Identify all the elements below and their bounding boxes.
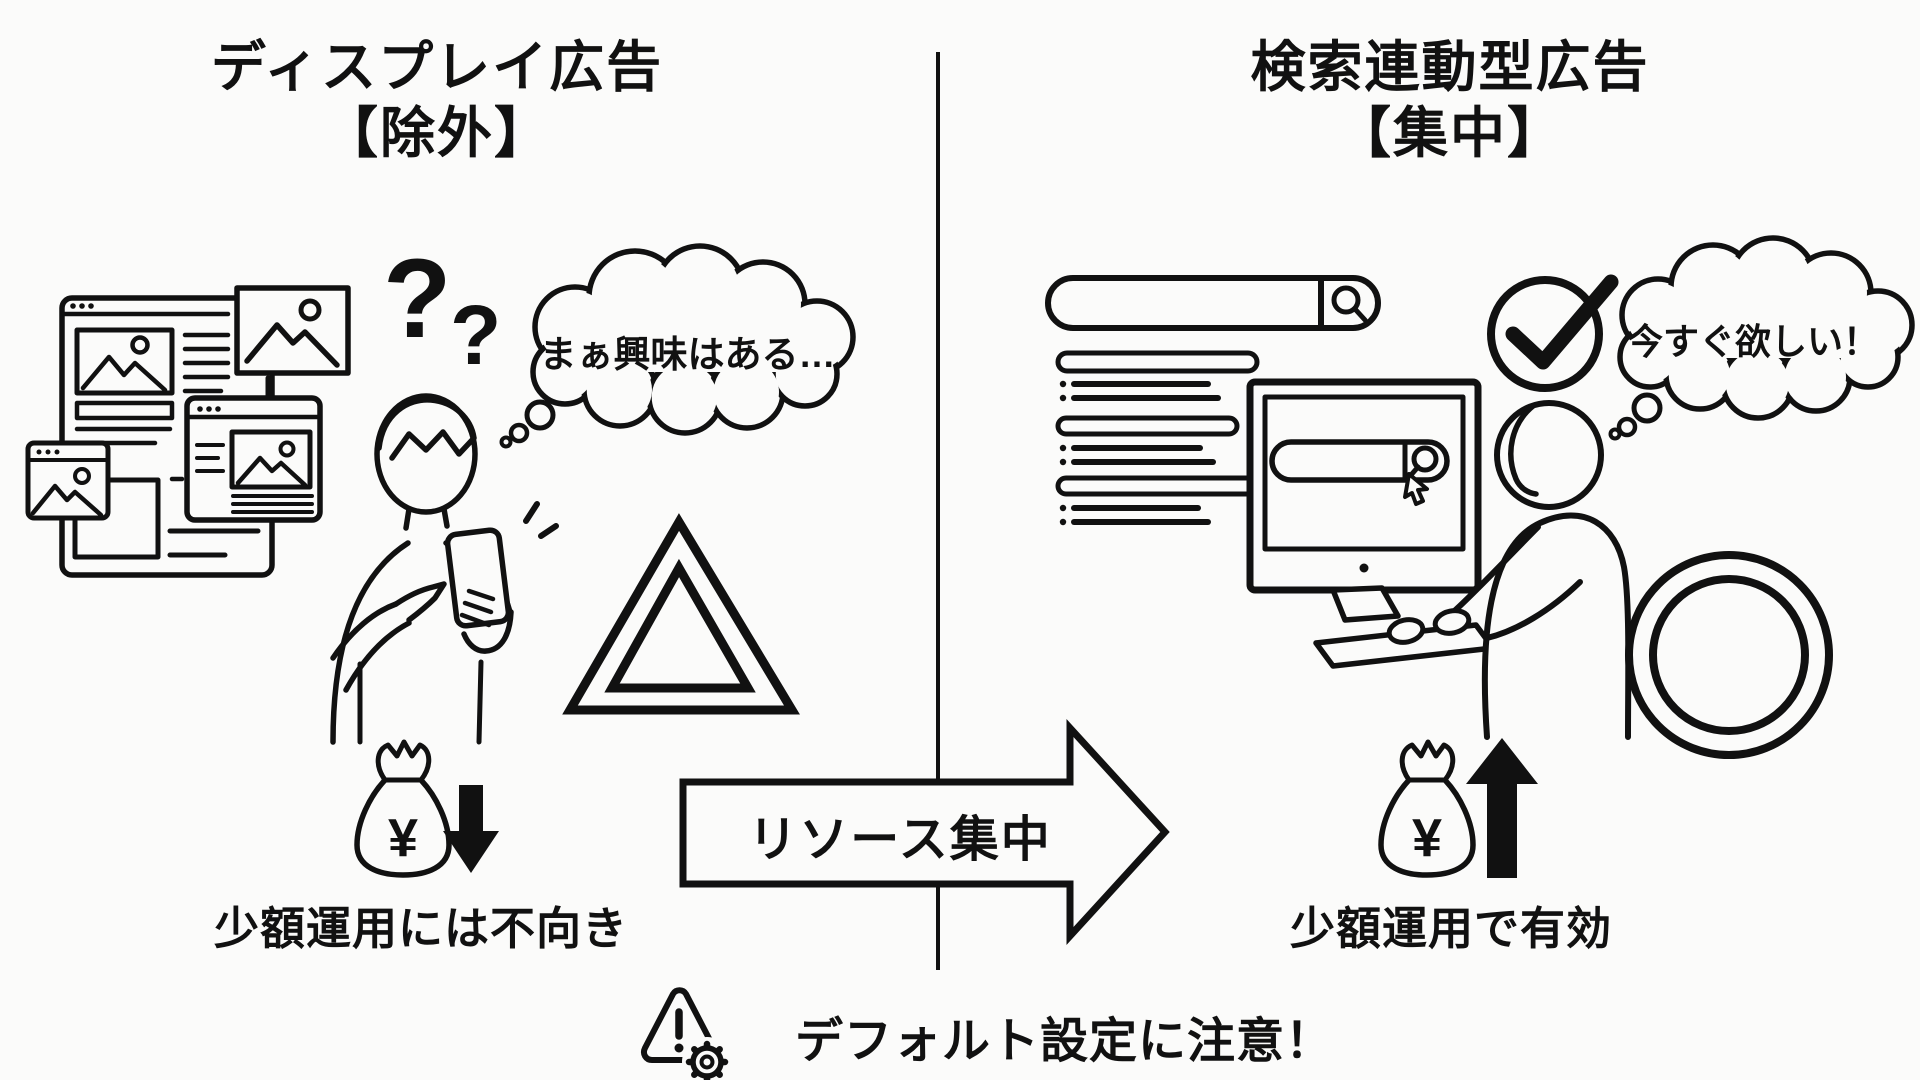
left-thought-text: まぁ興味はある… — [539, 334, 836, 375]
search-results-illustration — [1045, 275, 1381, 526]
person-pointing-hand — [393, 581, 447, 623]
right-panel-title-block: 検索連動型広告 【集中】 — [1150, 34, 1750, 166]
person-arm-upper — [1447, 524, 1541, 618]
right-thought-text: 今すぐ欲しい！ — [1626, 321, 1879, 362]
money-bag-body — [354, 777, 452, 878]
person-hand — [1432, 608, 1472, 636]
display-ads-websites-illustration — [25, 285, 351, 578]
thought-bubble-cloud — [1608, 235, 1915, 441]
triangle-rating-icon — [562, 513, 800, 715]
right-panel-subtitle: 【集中】 — [1335, 102, 1564, 164]
search-icon — [1331, 285, 1368, 323]
person-back-torso — [1481, 512, 1632, 740]
image-ad-card — [234, 285, 351, 399]
money-bag-icon: ¥ — [1378, 739, 1476, 878]
up-arrow-icon — [1466, 738, 1538, 878]
question-mark-small: ? — [450, 288, 502, 382]
smartphone-user-illustration — [330, 393, 559, 745]
right-caption: 少額運用で有効 — [1289, 903, 1612, 954]
left-thought-bubble: まぁ興味はある… — [495, 232, 880, 457]
check-circle-icon — [1487, 274, 1619, 392]
thought-bubble-tail — [1608, 392, 1663, 441]
person-arm — [330, 601, 412, 693]
monitor — [1246, 378, 1482, 623]
circle-rating-icon — [1625, 551, 1833, 759]
right-panel-title: 検索連動型広告 — [1250, 36, 1650, 98]
smartphone — [444, 527, 512, 629]
phone-sparkle-lines — [523, 501, 559, 539]
browser-window-right — [184, 395, 323, 523]
search-result-list — [1055, 350, 1260, 526]
browser-window-small — [25, 440, 111, 521]
yen-symbol: ¥ — [1412, 808, 1442, 868]
resource-arrow-label: リソース集中 — [748, 813, 1052, 867]
person-hair — [1508, 403, 1539, 497]
yen-symbol: ¥ — [388, 808, 418, 868]
warning-triangle-icon — [640, 987, 732, 1080]
money-bag-tie — [1399, 739, 1456, 783]
holding-fingers — [459, 588, 496, 628]
person-hand — [1386, 617, 1426, 645]
computer-user-illustration — [1246, 378, 1632, 740]
search-bar — [1045, 275, 1381, 331]
monitor-stand — [1330, 585, 1401, 623]
screen-search-icon — [1408, 445, 1439, 478]
left-panel-subtitle: 【除外】 — [322, 102, 551, 164]
left-caption: 少額運用には不向き — [213, 903, 628, 954]
person-hair — [376, 397, 477, 461]
footer-warning-text: デフォルト設定に注意！ — [795, 1015, 1335, 1068]
down-arrow-icon — [443, 785, 499, 873]
gear-icon — [682, 1037, 732, 1080]
screen-search-bar — [1269, 439, 1450, 506]
money-bag-body — [1378, 777, 1476, 878]
person-head — [374, 393, 478, 515]
question-mark-large: ? — [383, 236, 452, 361]
person-legs — [357, 659, 484, 745]
cursor-icon — [1403, 472, 1429, 506]
person-neck — [403, 506, 450, 531]
left-panel-title-block: ディスプレイ広告 【除外】 — [137, 34, 737, 166]
resource-arrow — [679, 718, 1170, 946]
person-head — [1494, 400, 1604, 510]
divider-line — [936, 52, 940, 970]
thought-bubble-cloud — [499, 243, 856, 449]
left-panel-title: ディスプレイ広告 — [210, 36, 664, 98]
person-arm-lower — [1484, 579, 1583, 641]
thought-bubble-tail — [499, 399, 556, 449]
money-bag-tie — [375, 739, 432, 783]
right-thought-bubble: 今すぐ欲しい！ — [1588, 225, 1918, 445]
person-forearm — [461, 609, 514, 654]
money-bag-icon: ¥ — [354, 739, 452, 878]
